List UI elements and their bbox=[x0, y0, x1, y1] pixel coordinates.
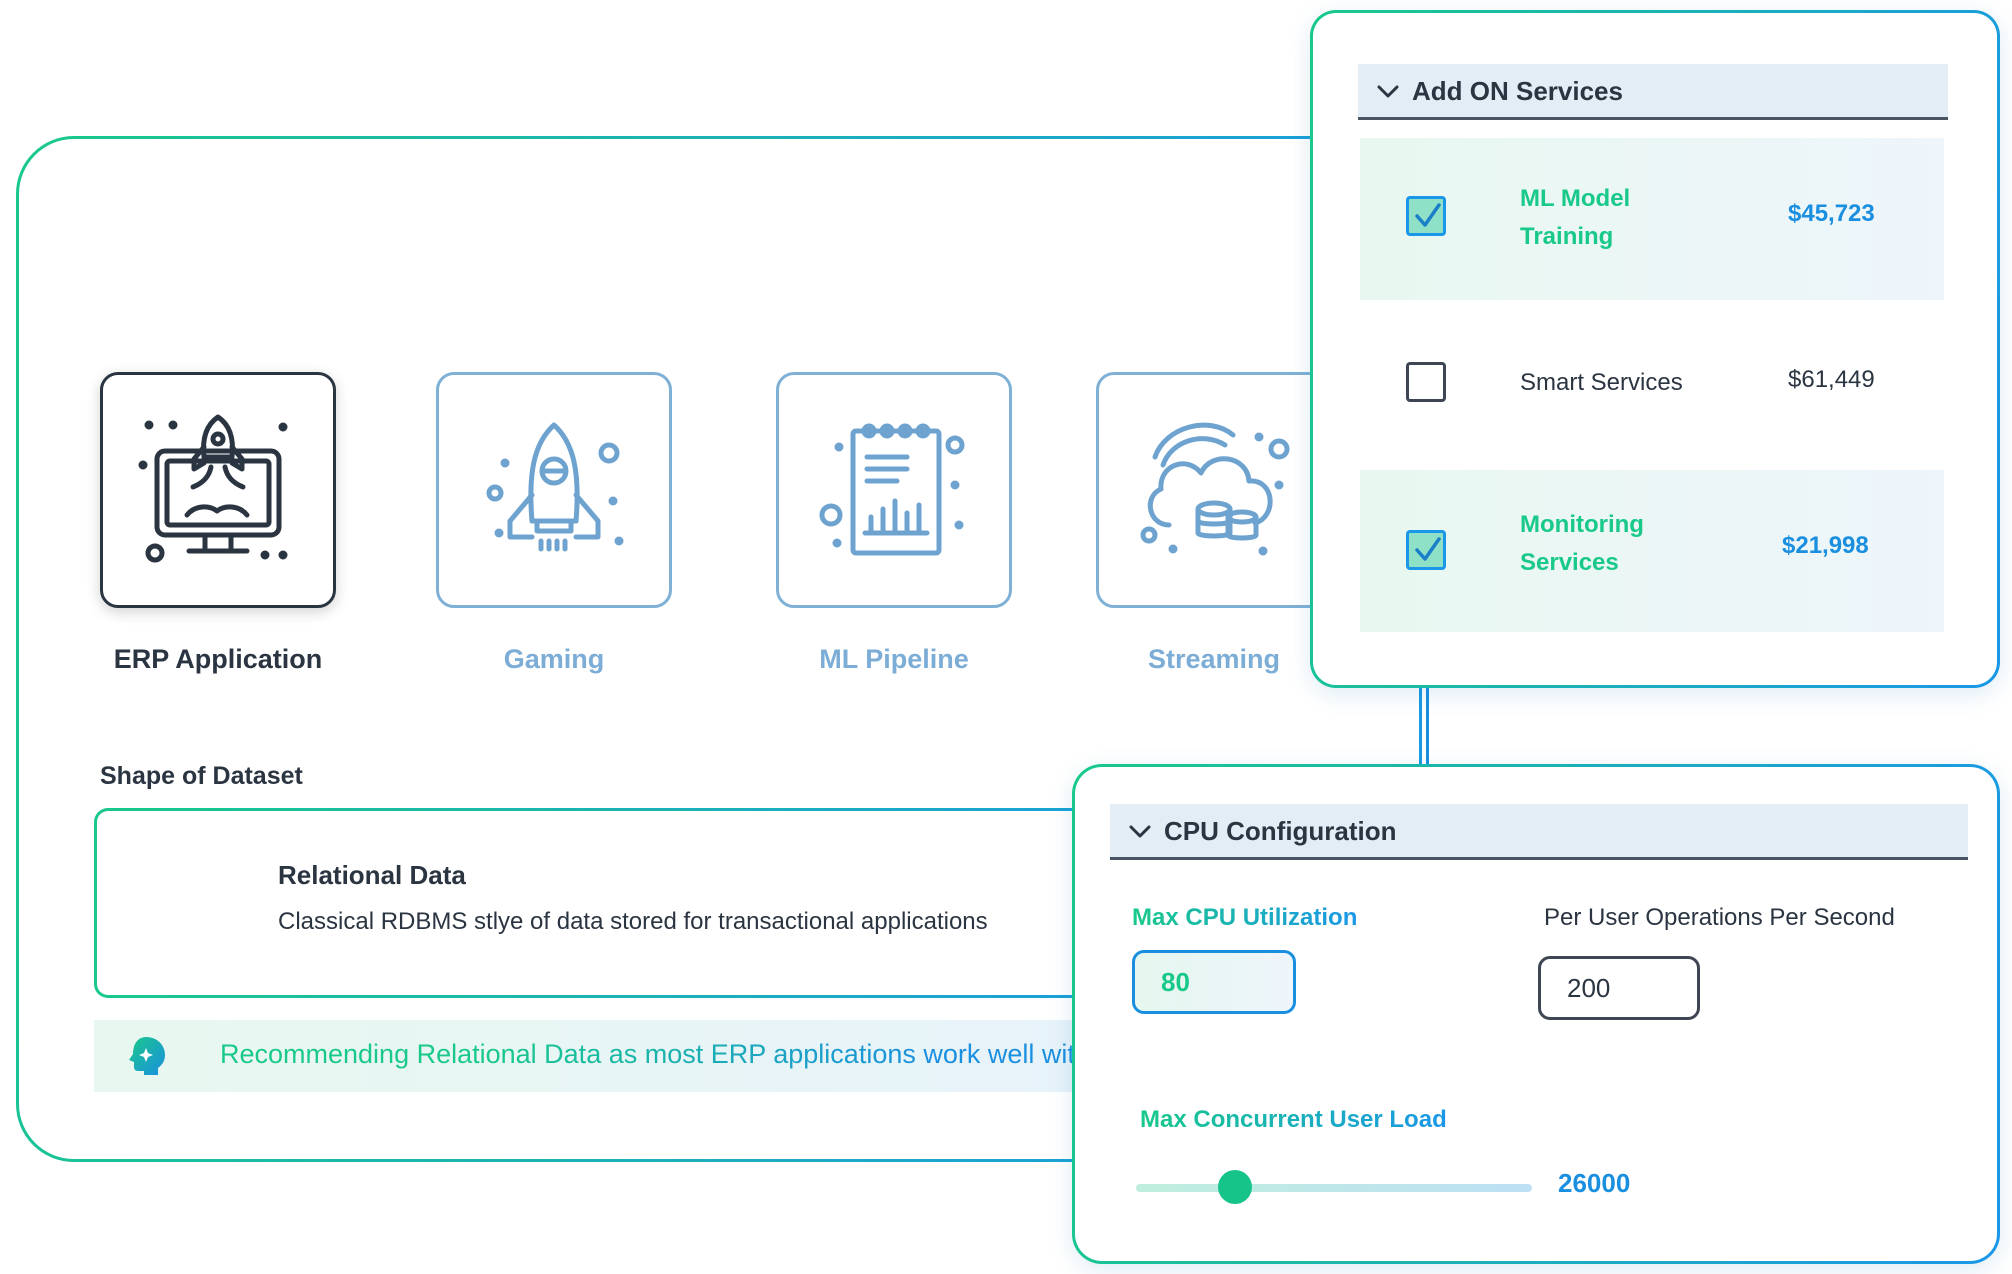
tile-gaming[interactable] bbox=[436, 372, 672, 608]
checkbox-checked[interactable] bbox=[1406, 530, 1446, 570]
tile-label-ml-pipeline: ML Pipeline bbox=[819, 644, 969, 674]
rocket-icon bbox=[486, 422, 624, 552]
checkbox-unchecked[interactable] bbox=[1406, 362, 1446, 402]
addon-price: $45,723 bbox=[1788, 200, 1875, 227]
tile-label-gaming: Gaming bbox=[503, 644, 605, 674]
max-cpu-label: Max CPU Utilization bbox=[1132, 904, 1358, 931]
cpu-configuration-title: CPU Configuration bbox=[1164, 816, 1397, 846]
addon-price: $21,998 bbox=[1782, 532, 1869, 559]
addon-price: $61,449 bbox=[1788, 366, 1875, 393]
ai-brain-icon bbox=[129, 1037, 165, 1075]
cloud-database-icon bbox=[1140, 422, 1290, 556]
tile-label-erp: ERP Application bbox=[113, 644, 323, 674]
addon-services-title: Add ON Services bbox=[1412, 76, 1623, 106]
ops-per-second-input[interactable]: 200 bbox=[1538, 956, 1700, 1020]
recommendation-banner: Recommending Relational Data as most ERP… bbox=[94, 1020, 1194, 1092]
tile-streaming[interactable] bbox=[1096, 372, 1332, 608]
max-cpu-input[interactable]: 80 bbox=[1132, 950, 1296, 1014]
dataset-section-title: Shape of Dataset bbox=[100, 762, 303, 790]
addon-name: Smart Services bbox=[1520, 369, 1683, 396]
user-load-slider-track[interactable] bbox=[1136, 1184, 1532, 1192]
recommendation-text: Recommending Relational Data as most ERP… bbox=[220, 1039, 1111, 1069]
tile-ml-pipeline[interactable] bbox=[776, 372, 1012, 608]
chevron-down-icon bbox=[1377, 85, 1399, 98]
rocket-monitor-icon bbox=[138, 414, 288, 563]
checkmark-icon bbox=[1415, 537, 1441, 561]
dataset-option-title: Relational Data bbox=[278, 860, 466, 890]
dataset-option-description: Classical RDBMS stlye of data stored for… bbox=[278, 908, 988, 935]
panel-connector bbox=[1426, 682, 1429, 766]
cpu-configuration-header[interactable]: CPU Configuration bbox=[1110, 804, 1968, 860]
tile-label-streaming: Streaming bbox=[1147, 644, 1281, 674]
report-chart-icon bbox=[819, 423, 965, 556]
user-load-slider-thumb[interactable] bbox=[1218, 1170, 1252, 1204]
user-load-value: 26000 bbox=[1558, 1168, 1631, 1198]
addon-services-header[interactable]: Add ON Services bbox=[1358, 64, 1948, 120]
ops-per-second-label: Per User Operations Per Second bbox=[1544, 904, 1895, 931]
chevron-down-icon bbox=[1129, 825, 1151, 838]
checkbox-checked[interactable] bbox=[1406, 196, 1446, 236]
user-load-label: Max Concurrent User Load bbox=[1140, 1106, 1447, 1133]
tile-erp-application[interactable] bbox=[100, 372, 336, 608]
checkmark-icon bbox=[1415, 203, 1441, 227]
addon-row-smart-services[interactable]: Smart Services $61,449 bbox=[1360, 302, 1944, 464]
